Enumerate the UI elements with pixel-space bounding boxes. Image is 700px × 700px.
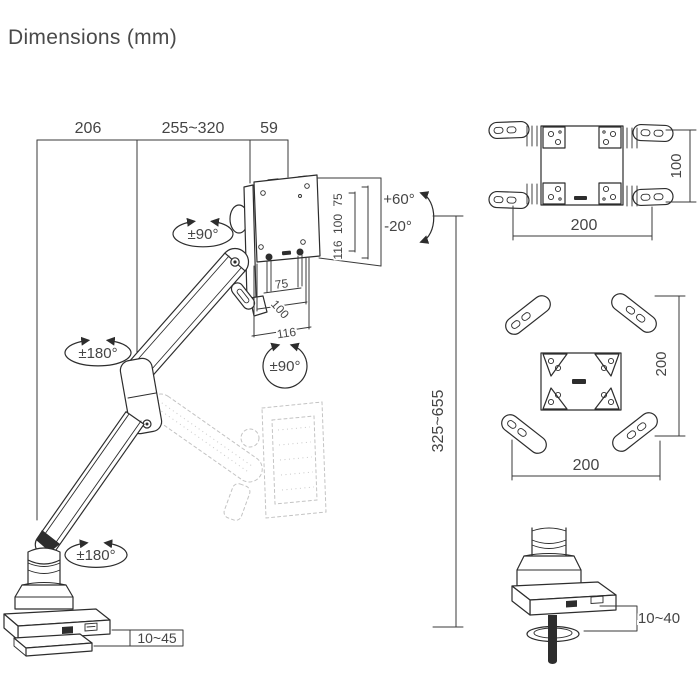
height-range-label: 325~655 [430,390,447,453]
adapter-h-height-label: 100 [668,153,685,178]
clamp-thickness-label: 10~45 [137,630,177,646]
tilt-down-label: -20° [384,218,412,235]
grommet-collar [516,555,582,587]
dim-vesa-width-116: 116 [276,325,297,342]
plate-rotation-indicator: ±90° [262,342,308,389]
ghost-lowered-position [147,393,327,521]
dim-vesa-width-100: 100 [268,297,292,321]
plate-height-dims: 75 100 116 [316,177,382,267]
grommet-thickness-label: 10~40 [638,610,680,627]
base-swivel-label: ±180° [76,547,115,564]
page-title: Dimensions (mm) [8,26,177,49]
head-swivel-label: ±90° [188,226,219,243]
top-dimension-line: 206 255~320 59 [36,118,289,521]
vesa-plate [253,174,321,263]
tilt-indicator: +60° -20° [381,189,457,244]
dim-vesa-height-75: 75 [331,193,345,207]
base-swivel-indicator: ±180° [64,539,128,568]
dim-base-to-elbow: 206 [75,120,102,137]
adapter-x-height-label: 200 [653,351,670,376]
dim-reach: 255~320 [162,120,225,137]
dim-head: 59 [260,120,278,137]
usb-port [566,600,577,608]
tilt-up-label: +60° [383,191,414,208]
usb-port [62,626,73,634]
clamp-thickness-dim: 10~45 [93,628,184,648]
adapter-x-width-label: 200 [573,457,600,474]
grommet-bolt [548,615,557,664]
mount-screw [265,253,273,261]
gas-spring-arm [34,411,145,557]
adapter-h-width-label: 200 [571,217,598,234]
grommet-mount: 10~40 [511,527,682,664]
adapter-plate-x: 200 200 [501,293,686,481]
clamp-base [3,547,111,657]
mount-screw [296,248,304,256]
plate-rotation-label: ±90° [270,358,301,375]
dim-vesa-height-116: 116 [331,240,345,259]
elbow-swivel-label: ±180° [78,345,117,362]
head-swivel-indicator: ±90° [172,217,234,248]
height-range-dim: 325~655 [428,215,464,628]
dim-vesa-width-75: 75 [274,276,289,292]
dim-vesa-height-100: 100 [331,214,345,234]
vesa-plate-head [229,174,321,317]
elbow-swivel-indicator: ±180° [64,336,132,367]
usb-port [590,595,604,604]
adapter-plate-h: 100 200 [488,120,697,241]
